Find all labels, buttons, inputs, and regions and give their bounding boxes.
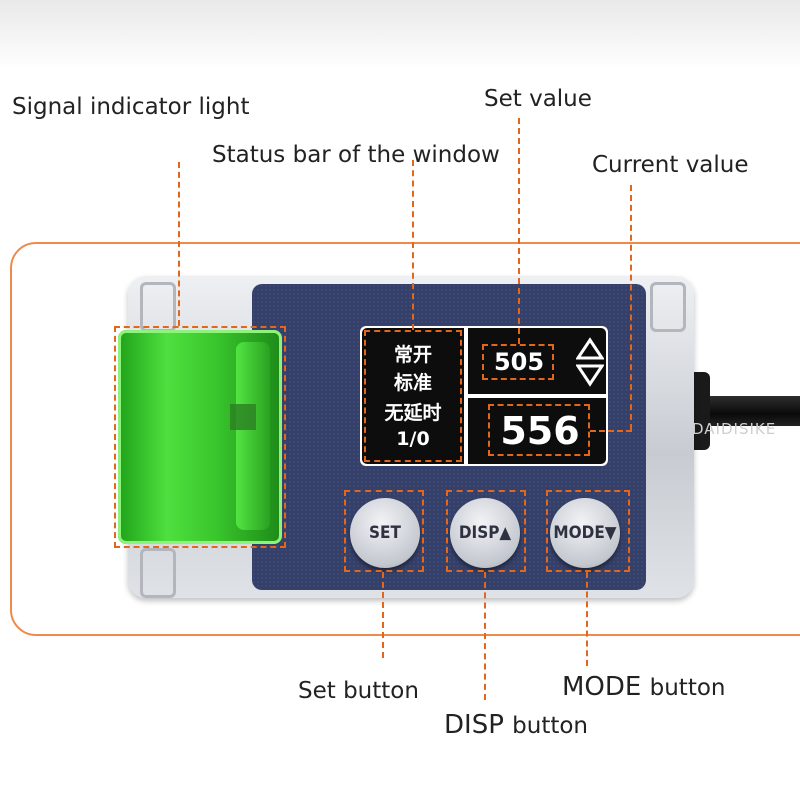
- indicator-light-spot: [230, 404, 256, 430]
- current-value-highlight-box: [488, 404, 590, 456]
- callout-disp-word: DISP: [444, 710, 504, 740]
- status-line-2: 标准: [393, 372, 432, 394]
- disp-button[interactable]: DISP▲: [450, 498, 520, 568]
- leader-signal-indicator: [178, 162, 180, 326]
- current-value-window: [468, 398, 606, 464]
- status-line-3: 无延时: [384, 402, 442, 424]
- callout-mode-button: MODE button: [562, 672, 726, 702]
- status-line-4: 1/0: [396, 428, 430, 450]
- leader-current-value-horizontal: [590, 430, 632, 432]
- callout-current-value: Current value: [592, 152, 749, 178]
- indicator-light-highlight: [236, 342, 270, 530]
- status-line-1: 常开: [393, 344, 432, 366]
- leader-set-button: [382, 572, 384, 658]
- mode-button[interactable]: MODE▼: [550, 498, 620, 568]
- status-highlight-box: [364, 330, 462, 462]
- leader-set-value: [518, 118, 520, 344]
- watermark-text: DAIDISIKE: [692, 420, 777, 438]
- housing-notch-top-left: [140, 282, 176, 332]
- housing-notch-bottom-left: [140, 548, 176, 598]
- set-button[interactable]: SET: [350, 498, 420, 568]
- leader-status-bar: [412, 160, 414, 330]
- callout-set-button: Set button: [298, 678, 419, 704]
- callout-mode-suffix: button: [649, 675, 726, 701]
- current-value-readout: 556: [500, 409, 580, 453]
- background-haze: [0, 0, 800, 70]
- set-value-window: [468, 328, 606, 394]
- set-value-readout: 505: [493, 348, 545, 376]
- set-button-highlight-box: [344, 490, 424, 572]
- housing-notch-top-right: [650, 282, 686, 332]
- leader-mode-button: [586, 572, 588, 666]
- callout-disp-button: DISP button: [444, 710, 588, 740]
- leader-disp-button: [484, 572, 486, 700]
- disp-button-highlight-box: [446, 490, 526, 572]
- callout-status-bar: Status bar of the window: [212, 142, 500, 168]
- status-bar-window: [362, 328, 464, 464]
- callout-disp-suffix: button: [512, 713, 589, 739]
- triangle-down-icon: [576, 364, 604, 387]
- leader-current-value-vertical: [630, 185, 632, 430]
- indicator-highlight-box: [114, 326, 286, 548]
- set-value-highlight-box: [482, 344, 554, 380]
- callout-signal-indicator: Signal indicator light: [12, 94, 250, 120]
- callout-set-value: Set value: [484, 86, 592, 112]
- triangle-up-icon: [576, 337, 604, 360]
- callout-mode-word: MODE: [562, 672, 642, 702]
- highlight-frame: [10, 242, 800, 636]
- mode-button-highlight-box: [546, 490, 630, 572]
- up-down-arrows: [576, 337, 604, 387]
